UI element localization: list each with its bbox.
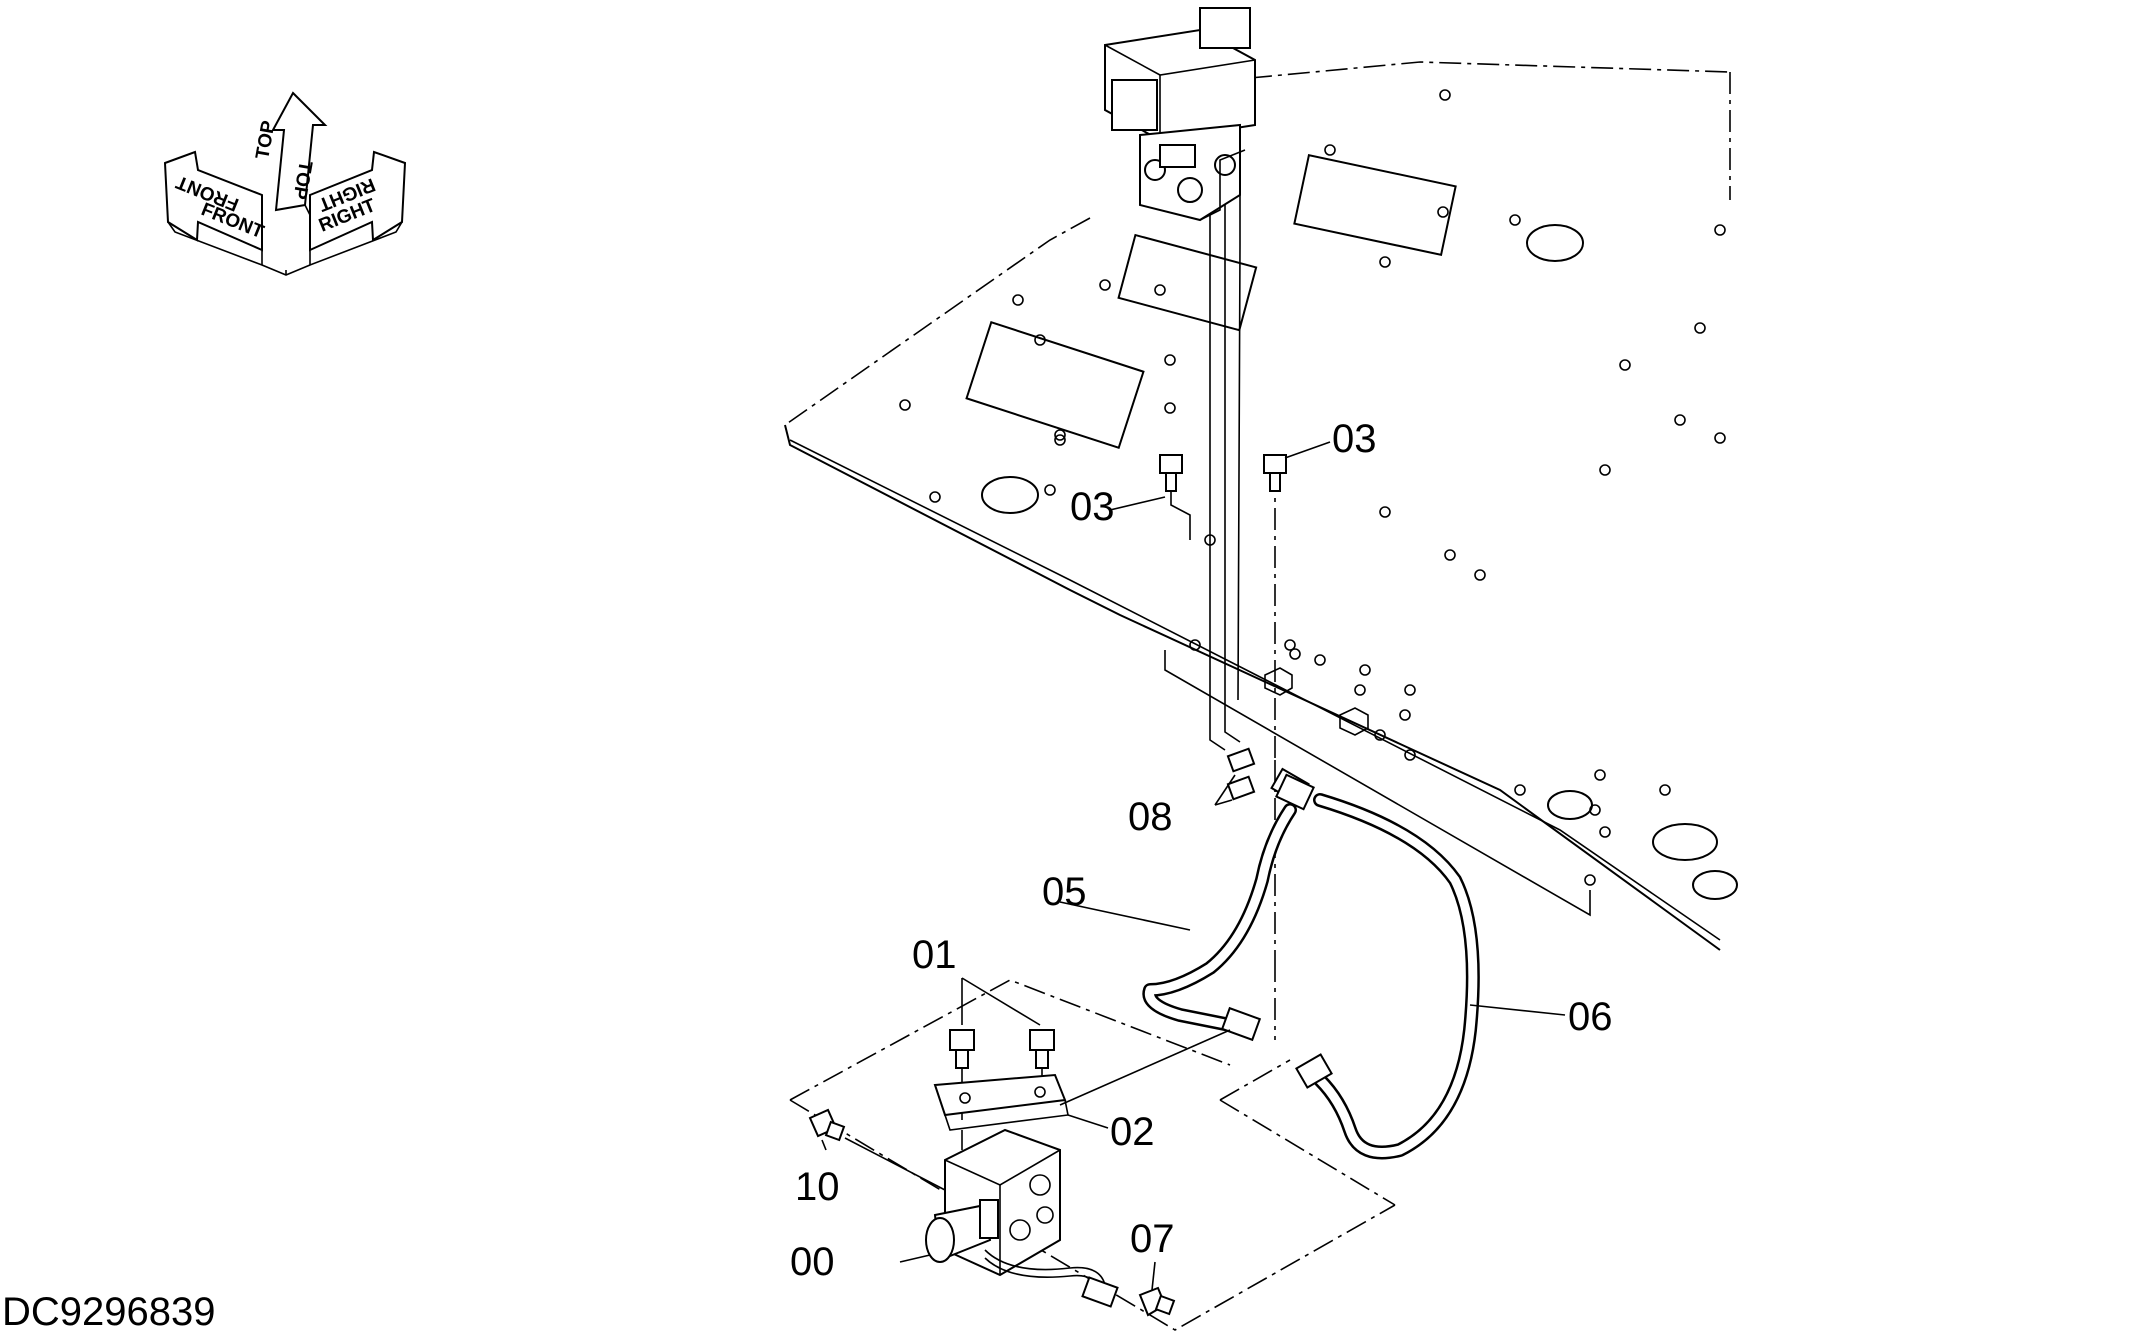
callout-00: 00 (790, 1240, 835, 1284)
leader-lines (821, 441, 1566, 1291)
bolt-01 (949, 1029, 1055, 1120)
pilot-valve-assembly (1104, 7, 1256, 250)
callout-03-right: 03 (1332, 417, 1377, 461)
plug-10 (808, 1108, 946, 1191)
assembly-outline (789, 979, 1396, 1331)
solenoid-valve-00 (925, 1128, 1119, 1308)
callout-05: 05 (1042, 870, 1087, 914)
callout-02: 02 (1110, 1110, 1155, 1154)
callout-10: 10 (795, 1165, 840, 1209)
top-label-left: TOP (252, 119, 279, 161)
plate-02 (933, 1073, 1069, 1131)
pilot-lines (1209, 160, 1276, 1040)
orientation-arrow-icon: FRONT FRONT TOP TOP RIGHT RIGHT (163, 91, 407, 276)
adapter-08 (1226, 747, 1256, 801)
plug-07 (1138, 1286, 1176, 1317)
bolt-03-right (1263, 454, 1287, 492)
callout-01: 01 (912, 933, 957, 977)
floor-plate (784, 61, 1738, 951)
document-id: DC9296839 (2, 1290, 216, 1334)
hose-05 (1142, 767, 1310, 1042)
bolt-03-left (1159, 454, 1191, 540)
hose-06 (1275, 773, 1480, 1160)
callout-06: 06 (1568, 995, 1613, 1039)
callout-07: 07 (1130, 1217, 1175, 1261)
callout-labels: 01 02 03 03 05 06 07 08 10 00 (790, 417, 1613, 1284)
callout-03-left: 03 (1070, 485, 1115, 529)
callout-08: 08 (1128, 795, 1173, 839)
